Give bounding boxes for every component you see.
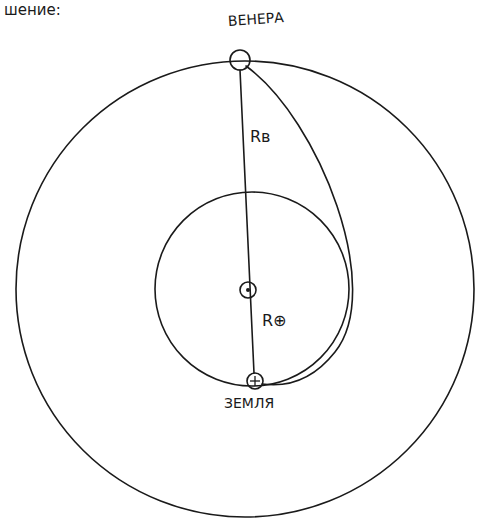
radius-label: R⊕ bbox=[262, 312, 287, 330]
radius-line bbox=[240, 70, 254, 373]
earth-orbit bbox=[155, 192, 349, 386]
earth-planet bbox=[247, 373, 263, 389]
venus-planet bbox=[230, 50, 250, 70]
earth-mark bbox=[254, 376, 255, 386]
venus-orbit bbox=[16, 61, 474, 517]
transfer-orbit bbox=[246, 66, 353, 385]
planet-label: ЗЕМЛЯ bbox=[224, 396, 274, 411]
sun-center bbox=[246, 288, 250, 292]
heading-fragment: шение: bbox=[4, 2, 61, 19]
planet-label: ВЕНЕРА bbox=[228, 10, 285, 29]
sun bbox=[240, 282, 256, 298]
radius-label: Rв bbox=[250, 128, 271, 146]
